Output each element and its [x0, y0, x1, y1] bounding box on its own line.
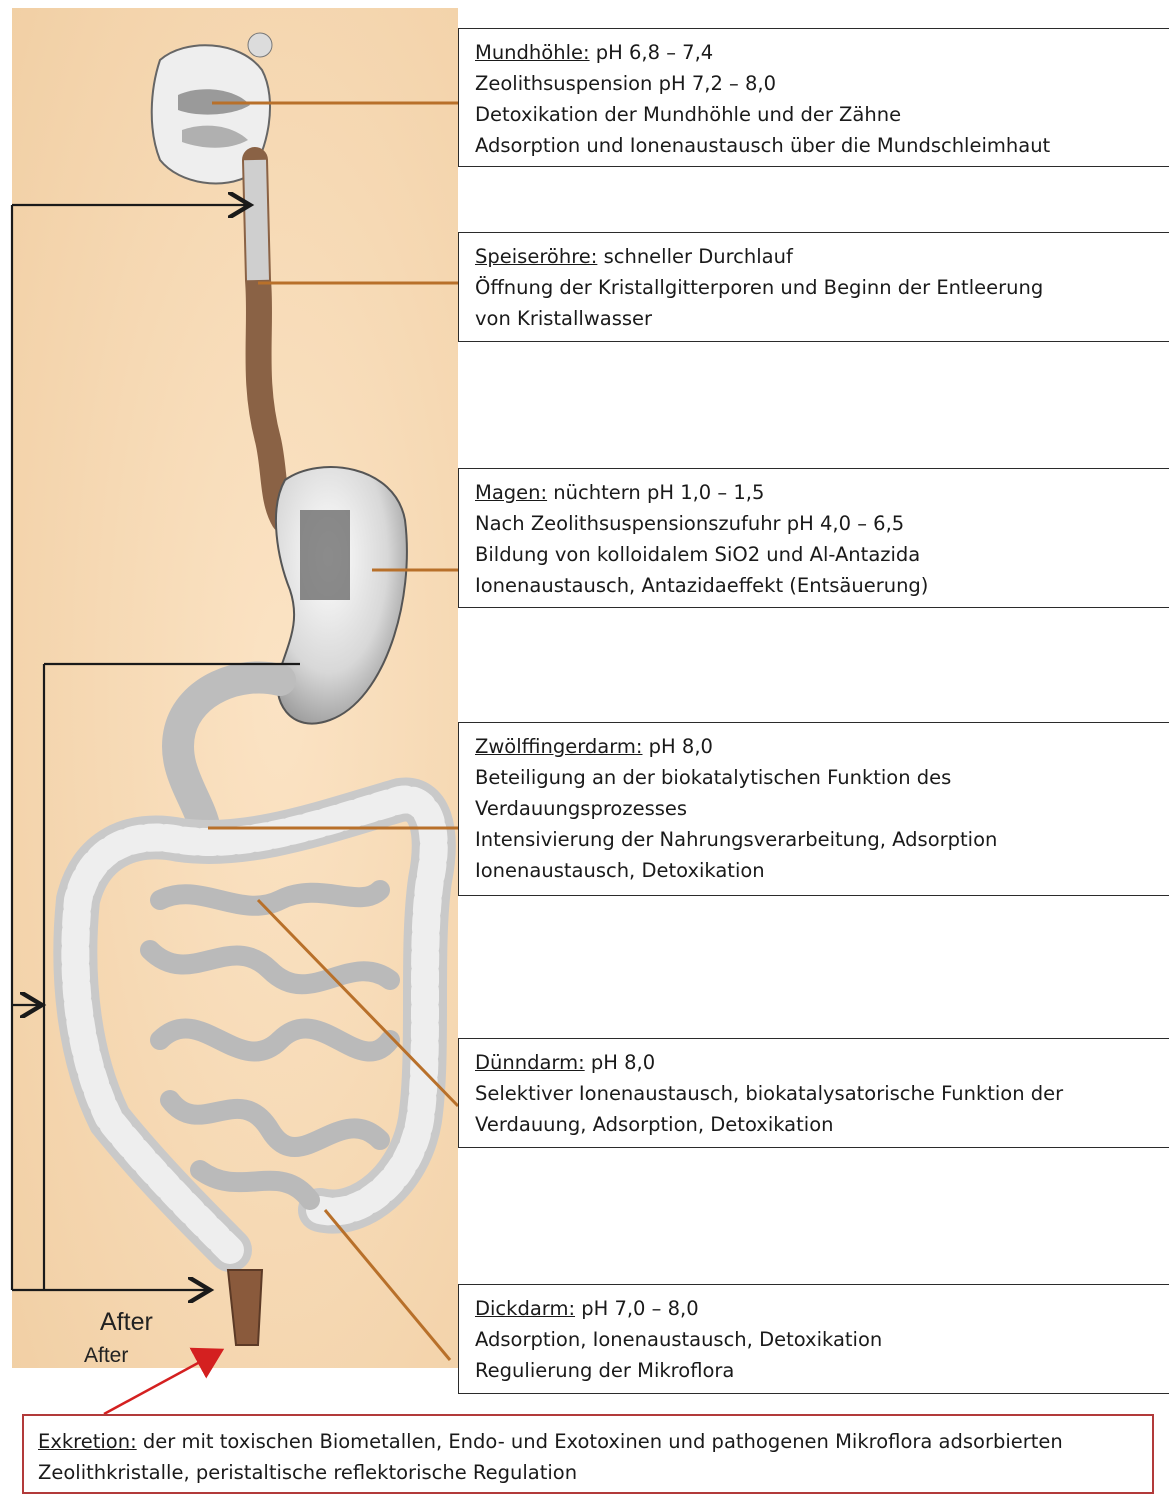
callout-line: Adsorption und Ionenaustausch über die M… [475, 130, 1159, 161]
callout-heading-value: pH 8,0 [585, 1051, 655, 1074]
callout-heading-value: pH 6,8 – 7,4 [590, 41, 714, 64]
callout-heading-line: Mundhöhle: pH 6,8 – 7,4 [475, 37, 1159, 68]
callout-heading: Exkretion: [38, 1430, 137, 1453]
callout-heading: Speiseröhre: [475, 245, 597, 268]
callout-magen: Magen: nüchtern pH 1,0 – 1,5 Nach Zeolit… [458, 468, 1169, 608]
callout-heading-line: Exkretion: der mit toxischen Biometallen… [38, 1426, 1142, 1457]
callout-heading-value: der mit toxischen Biometallen, Endo- und… [137, 1430, 1063, 1453]
callout-line: Ionenaustausch, Detoxikation [475, 855, 1159, 886]
callout-heading-value: nüchtern pH 1,0 – 1,5 [547, 481, 764, 504]
callout-line: Intensivierung der Nahrungsverarbeitung,… [475, 824, 1159, 855]
callout-heading-value: pH 7,0 – 8,0 [575, 1297, 699, 1320]
callout-line: Nach Zeolithsuspensionszufuhr pH 4,0 – 6… [475, 508, 1159, 539]
callout-speiseroehre: Speiseröhre: schneller Durchlauf Öffnung… [458, 232, 1169, 342]
callout-line: Verdauungsprozesses [475, 793, 1159, 824]
callout-exkretion: Exkretion: der mit toxischen Biometallen… [22, 1414, 1154, 1494]
callout-heading-line: Zwölffingerdarm: pH 8,0 [475, 731, 1159, 762]
callout-line: Adsorption, Ionenaustausch, Detoxikation [475, 1324, 1159, 1355]
callout-line: Zeolithkristalle, peristaltische reflekt… [38, 1457, 1142, 1488]
callout-line: Verdauung, Adsorption, Detoxikation [475, 1109, 1159, 1140]
callout-heading: Magen: [475, 481, 547, 504]
callout-heading: Zwölffingerdarm: [475, 735, 642, 758]
callout-line: Zeolithsuspension pH 7,2 – 8,0 [475, 68, 1159, 99]
callout-heading-line: Dickdarm: pH 7,0 – 8,0 [475, 1293, 1159, 1324]
callout-duenndarm: Dünndarm: pH 8,0 Selektiver Ionenaustaus… [458, 1038, 1169, 1148]
callout-zwoelffingerdarm: Zwölffingerdarm: pH 8,0 Beteiligung an d… [458, 722, 1169, 896]
callout-heading: Dünndarm: [475, 1051, 585, 1074]
after-label-small: After [84, 1344, 128, 1368]
callout-heading-line: Speiseröhre: schneller Durchlauf [475, 241, 1159, 272]
callout-mundhoehle: Mundhöhle: pH 6,8 – 7,4 Zeolithsuspensio… [458, 28, 1169, 167]
callout-line: Selektiver Ionenaustausch, biokatalysato… [475, 1078, 1159, 1109]
callout-heading-line: Dünndarm: pH 8,0 [475, 1047, 1159, 1078]
callout-heading: Mundhöhle: [475, 41, 590, 64]
callout-line: Detoxikation der Mundhöhle und der Zähne [475, 99, 1159, 130]
callout-line: Ionenaustausch, Antazidaeffekt (Entsäuer… [475, 570, 1159, 601]
callout-heading-value: schneller Durchlauf [597, 245, 792, 268]
callout-heading: Dickdarm: [475, 1297, 575, 1320]
callout-heading-line: Magen: nüchtern pH 1,0 – 1,5 [475, 477, 1159, 508]
callout-line: Bildung von kolloidalem SiO2 und Al-Anta… [475, 539, 1159, 570]
callout-dickdarm: Dickdarm: pH 7,0 – 8,0 Adsorption, Ionen… [458, 1284, 1169, 1394]
callout-line: Beteiligung an der biokatalytischen Funk… [475, 762, 1159, 793]
callout-heading-value: pH 8,0 [642, 735, 712, 758]
callout-line: Regulierung der Mikroflora [475, 1355, 1159, 1386]
callout-line: von Kristallwasser [475, 303, 1159, 334]
callout-line: Öffnung der Kristallgitterporen und Begi… [475, 272, 1159, 303]
after-label-large: After [100, 1308, 153, 1337]
